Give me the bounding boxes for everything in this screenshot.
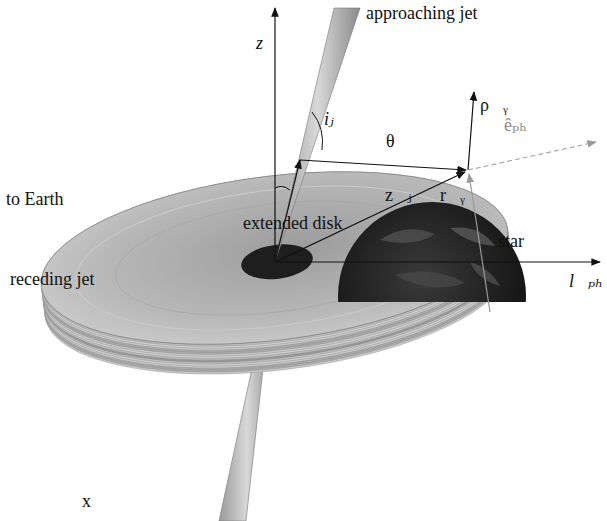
label: receding jet	[10, 270, 94, 290]
jet-label: x	[82, 492, 91, 512]
direction-label: êₚₕ	[504, 116, 527, 136]
vector-label: ρ⃗ᵧ	[480, 96, 508, 116]
vector-label: θ	[386, 132, 395, 152]
vector-label: z⃗ⱼ	[385, 186, 412, 206]
disk-label: to Earth	[6, 190, 63, 210]
axis-label: z	[256, 34, 263, 54]
jet-label: approaching jet	[366, 4, 477, 24]
body-label: r⃗ᵧ	[440, 186, 465, 206]
vector-label: star	[498, 232, 524, 252]
axis-label: l⃗ₚₕ	[569, 272, 603, 292]
vector-label: extended disk	[243, 214, 342, 234]
angle-label: iⱼ	[324, 110, 334, 130]
